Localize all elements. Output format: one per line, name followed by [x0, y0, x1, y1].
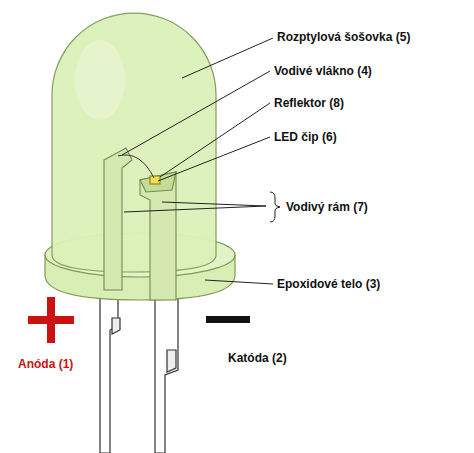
part-label: Epoxidové telo (3)	[277, 277, 380, 291]
part-label: Reflektor (8)	[274, 96, 344, 110]
leader-lines	[122, 38, 280, 284]
part-label: Vodivé vlákno (4)	[274, 64, 372, 78]
part-label: Rozptylová šošovka (5)	[277, 30, 410, 44]
part-label: Vodivý rám (7)	[286, 200, 368, 214]
terminal-label: Katóda (2)	[228, 351, 287, 365]
reflector-cup	[140, 172, 176, 192]
lead-wires	[100, 285, 178, 453]
led-chip	[150, 176, 160, 184]
polarity-symbols	[28, 297, 250, 343]
epoxy-body	[45, 13, 235, 300]
bracket	[270, 192, 280, 222]
conductive-frame	[104, 148, 176, 300]
part-label: LED čip (6)	[274, 130, 337, 144]
terminal-label: Anóda (1)	[18, 357, 73, 371]
bond-wire	[118, 155, 154, 178]
